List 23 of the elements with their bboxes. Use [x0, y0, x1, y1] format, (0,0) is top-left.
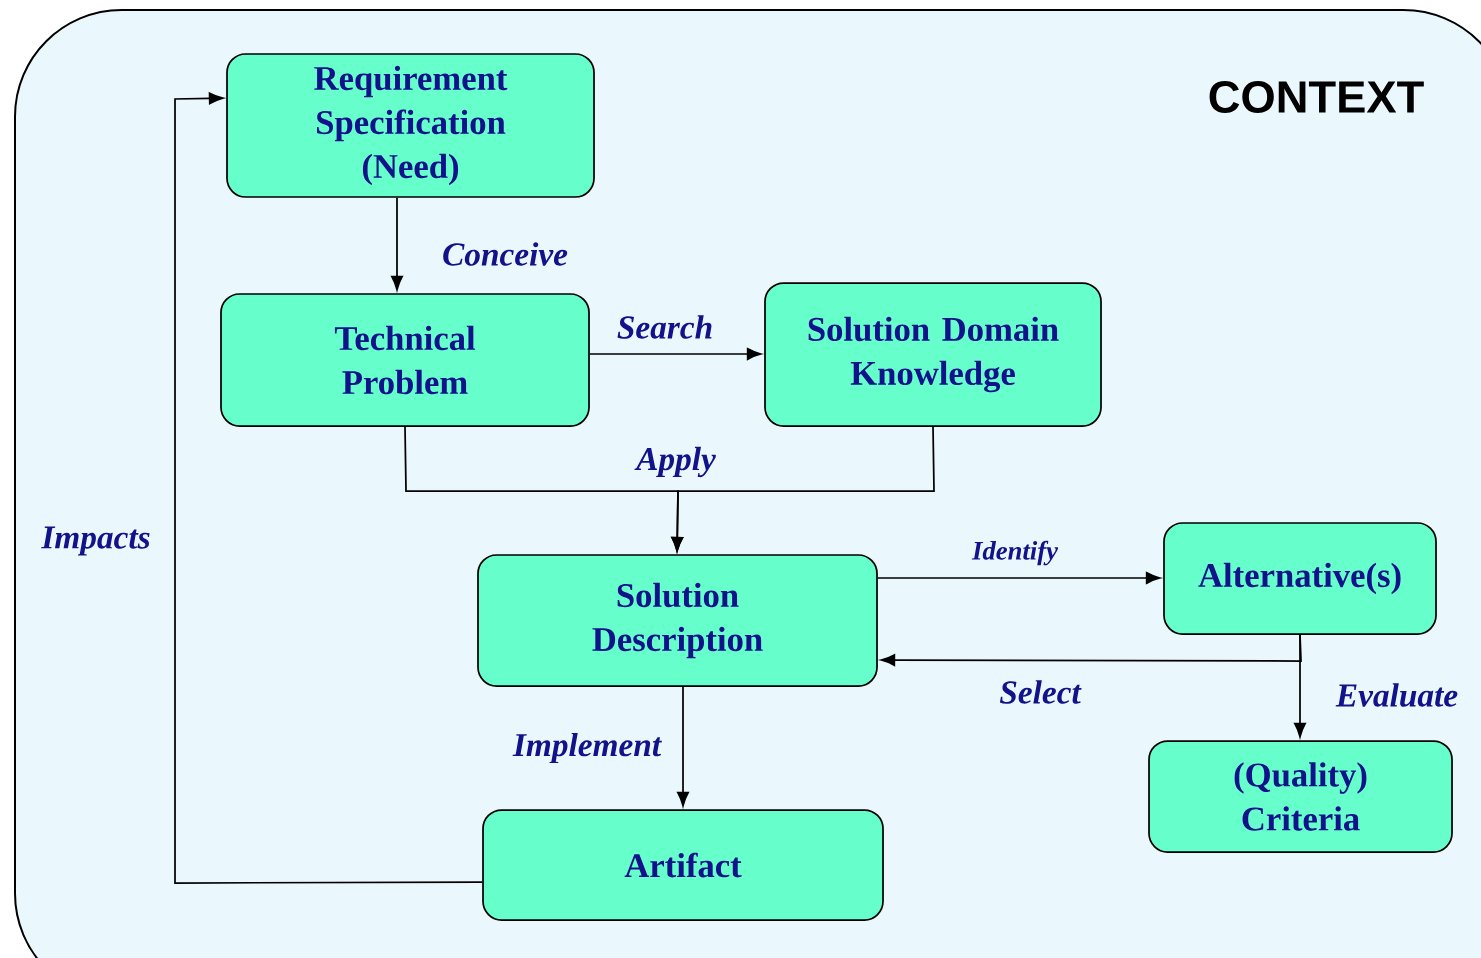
- process-box: Artifact: [482, 809, 884, 921]
- edge-label: Impacts: [40, 525, 152, 557]
- arrow: [391, 197, 403, 291]
- process-box: Solution Domain Knowledge: [764, 282, 1102, 427]
- process-box: Solution Description: [477, 554, 878, 687]
- edge-label: Evaluate: [1334, 681, 1460, 709]
- arrow: [174, 92, 483, 884]
- process-box: Alternative(s): [1163, 522, 1437, 635]
- edge-label: Implement: [511, 731, 663, 765]
- edge-label: Identify: [970, 539, 1060, 567]
- process-box: (Quality) Criteria: [1148, 740, 1453, 853]
- edge-label: Apply: [634, 445, 718, 479]
- edge-label: Conceive: [440, 240, 570, 268]
- process-box: Requirement Specification (Need): [226, 53, 595, 198]
- arrow: [877, 572, 1161, 584]
- panel-title: CONTEXT: [1209, 80, 1424, 114]
- arrow: [677, 686, 689, 807]
- edge-label: Search: [615, 313, 715, 341]
- edge-label: Select: [997, 678, 1083, 706]
- arrow: [589, 348, 762, 360]
- arrow: [1294, 634, 1306, 738]
- process-box: Technical Problem: [220, 293, 590, 427]
- arrow: [671, 426, 935, 552]
